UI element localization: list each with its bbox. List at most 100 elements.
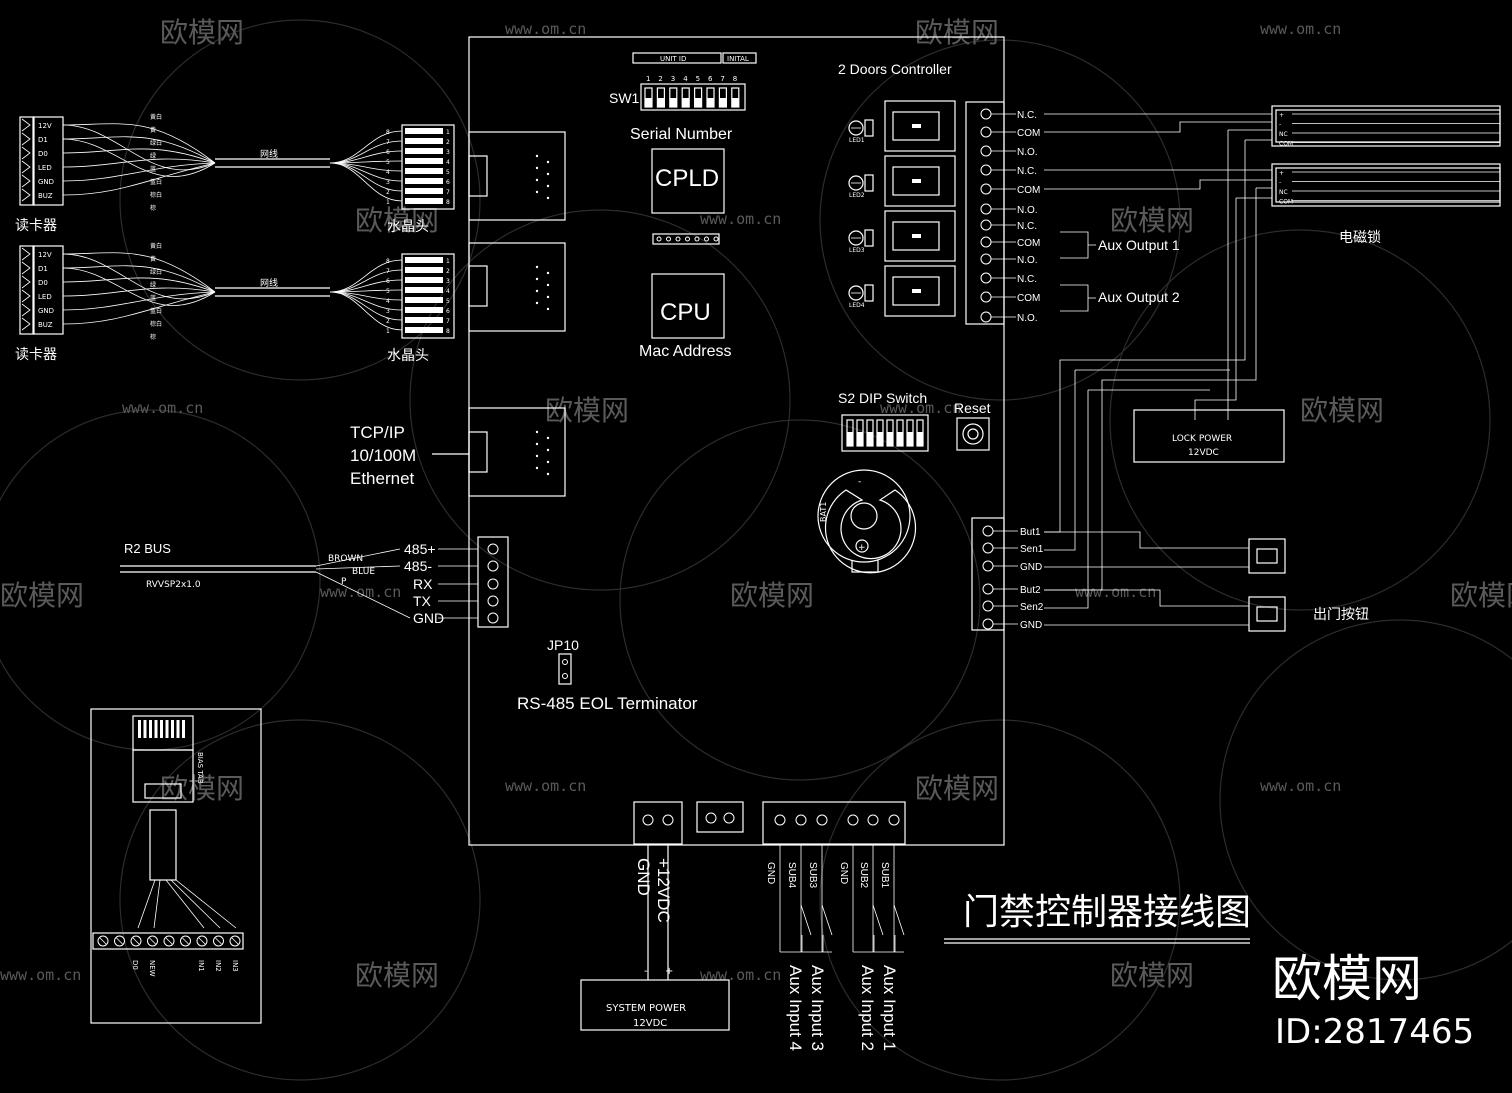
card-reader-pin-marker [21,118,31,132]
card-reader-wire-label: 黄白 [150,113,162,121]
rj45-dot [535,265,539,269]
watermark-brand: 欧模网 [1110,959,1194,992]
card-reader-wire-label: 绿白 [150,268,162,276]
battery-holder: - + BAT1 [817,469,917,574]
relay-terminals: N.C.COMN.O.N.C.COMN.O.N.C.COMN.O.N.C.COM… [980,108,1040,324]
sw1-number: 7 [720,75,724,83]
aux-input-label: Aux Input 1 [880,965,899,1051]
relay-terminal-label: N.O. [1017,147,1038,158]
right-side-wiring [1044,113,1272,626]
detail-terminal-mark [182,937,189,945]
electric-lock-body [1275,109,1501,143]
rj45-dot [535,154,539,158]
detail-terminal-label: IN2 [214,960,222,972]
door-input-terminal [982,583,994,595]
card-reader-wire [62,148,216,164]
card-reader-wire-label: 蓝白 [150,307,162,315]
electric-lock [1271,163,1501,207]
rj45-plug-contact [405,158,443,164]
rj45-plug-number: 7 [446,318,450,325]
card-reader-label: 读卡器 [15,217,57,234]
rs485-wires [315,548,411,619]
card-reader-pin-marker [21,132,31,146]
door-input-label: But2 [1020,585,1041,596]
aux-input-switch [821,904,833,952]
led-icon [848,285,864,301]
s2-dip-switch [841,414,929,452]
rj45-plug-pin: 4 [386,298,390,305]
card-reader-wire-label: 绿 [150,152,156,160]
card-reader-cable-label: 网线 [260,148,278,160]
rs485-terminal-label: TX [413,593,432,609]
aux-input-label: Aux Input 4 [786,965,805,1051]
electric-lock-pin: - [1279,122,1281,129]
rj45-plug-pin: 1 [386,328,390,335]
power-gnd-label: GND [634,858,653,896]
watermark-url: www.om.cn [0,966,81,984]
unit-id-label: UNIT ID [660,55,686,63]
rj45-dot [535,178,539,182]
rj45-plug-pin: 3 [386,308,390,315]
rj45-dot [535,277,539,281]
cpld-label: CPLD [655,165,719,192]
card-reader-wire [62,253,216,300]
rj45-plug-label: 水晶头 [387,348,429,364]
card-reader-wire [62,124,216,171]
rj45-plug-number: 6 [446,308,450,315]
card-reader-wire [62,162,216,196]
relay-terminal-label: N.C. [1017,221,1037,232]
aux-input-terminal [795,814,807,826]
battery-plus: + [858,543,866,553]
sw1-number: 5 [696,75,700,83]
led-icon [848,230,864,246]
rj45-plug-number: 1 [446,129,450,136]
aux-output-2-bracket [1060,284,1096,312]
card-reader-wire-label: 黄 [150,126,156,134]
card-reader-pin-marker [21,146,31,160]
sw1-label: SW1 [609,90,640,106]
aux-input-switch [800,904,812,952]
s2-dip-label: S2 DIP Switch [838,390,927,406]
rj45-plug-contact [405,188,443,194]
exit-button-2 [1248,596,1286,632]
rj45-plug-contact [405,198,443,204]
lock-power-box [1133,409,1285,463]
door-input-label: GND [1020,620,1042,631]
reset-button[interactable] [956,417,990,451]
cpld-header-pin [713,236,719,242]
rj45-port-reader-1 [468,131,566,221]
card-reader-wire [62,123,216,164]
rj45-contact-dots [535,154,550,476]
card-reader-pin-label: D0 [38,150,48,158]
sensor-wire [1044,389,1210,609]
exit-button-2-face [1256,606,1278,622]
aux-input-terminal-label: SUB2 [858,862,869,889]
rs485-terminal-label: 485- [404,558,432,574]
aux-input-terminal [888,814,900,826]
sw1-key-fill [682,98,690,107]
aux-input-switch [872,904,884,952]
jp10-pin [562,659,568,665]
cpld-header [652,233,720,245]
aux-input-terminal-block [762,801,906,845]
card-reader-wire-label: 蓝 [150,294,156,302]
aux-input-label: Aux Input 2 [858,965,877,1051]
jp10-jumper[interactable] [558,653,572,685]
rj45-dot [546,160,550,164]
rj45-plug-contact [405,138,443,144]
card-reader-wire [62,291,216,325]
relay-terminal-label: N.O. [1017,255,1038,266]
card-reader-wire [62,158,216,168]
rj45-plug-number: 7 [446,189,450,196]
aux-input-terminal-label: GND [838,862,849,884]
cpld-chip [651,148,725,214]
detail-finger [149,720,152,738]
exit-button-1 [1248,538,1286,574]
rj45-dot [546,271,550,275]
detail-terminal-label: IN3 [231,960,239,972]
card-reader-pin-marker [21,247,31,261]
s2-key-fill [917,432,923,446]
relay-terminal-label: N.O. [1017,313,1038,324]
